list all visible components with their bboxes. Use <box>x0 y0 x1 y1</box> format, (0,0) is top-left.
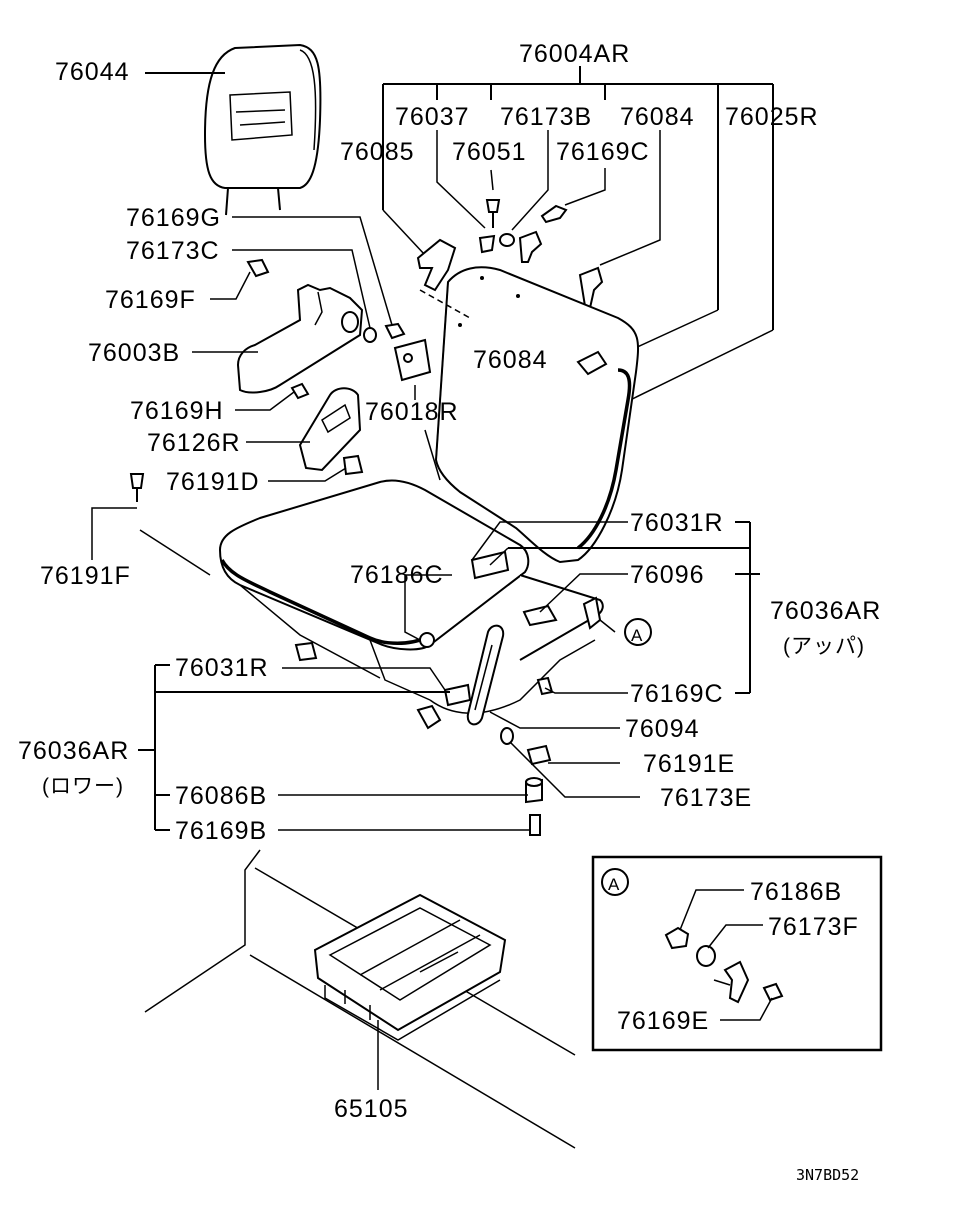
label-76044: 76044 <box>55 58 130 86</box>
label-76096: 76096 <box>630 561 705 589</box>
label-76169G: 76169G <box>126 204 221 232</box>
hinge-76126R <box>298 387 362 472</box>
label-76037: 76037 <box>395 103 470 131</box>
inset-detail-A <box>591 855 883 1052</box>
label-65105: 65105 <box>334 1095 409 1123</box>
label-76084-mid: 76084 <box>473 346 548 374</box>
label-76191D: 76191D <box>166 468 260 496</box>
leader-lines-left <box>91 216 441 576</box>
label-76004AR: 76004AR <box>519 40 630 68</box>
inset-A-label: A <box>608 875 620 894</box>
label-upper-note: (アッパ) <box>783 635 865 658</box>
label-76169C-top: 76169C <box>556 138 650 166</box>
small-fasteners-left <box>129 258 432 502</box>
label-76051: 76051 <box>452 138 527 166</box>
label-76094: 76094 <box>625 715 700 743</box>
label-inset-76173F: 76173F <box>768 913 859 941</box>
label-76085: 76085 <box>340 138 415 166</box>
label-76169H: 76169H <box>130 397 224 425</box>
label-76173C: 76173C <box>126 237 220 265</box>
label-76031R-lower: 76031R <box>175 654 269 682</box>
tray-65105 <box>144 849 576 1149</box>
bracket-76004AR <box>382 66 774 330</box>
bar-76094 <box>466 624 505 726</box>
bracket-76036AR-lower <box>138 664 640 831</box>
label-76169B: 76169B <box>175 817 267 845</box>
seat-back <box>419 266 639 564</box>
top-hardware <box>416 199 604 310</box>
leader-lines-top <box>382 130 774 406</box>
label-76169F: 76169F <box>105 286 196 314</box>
drawing-code: 3N7BD52 <box>796 1166 859 1184</box>
label-76025R: 76025R <box>725 103 819 131</box>
label-76173E: 76173E <box>660 784 752 812</box>
label-76018R: 76018R <box>365 398 459 426</box>
label-76169C-lower: 76169C <box>630 680 724 708</box>
label-76126R: 76126R <box>147 429 241 457</box>
callout-A-label: A <box>631 626 643 645</box>
headrest-part <box>203 43 322 216</box>
label-76031R-upper: 76031R <box>630 509 724 537</box>
label-76191E: 76191E <box>643 750 735 778</box>
armrest-76003B <box>236 283 364 394</box>
label-76173B: 76173B <box>500 103 592 131</box>
label-76191F: 76191F <box>40 562 131 590</box>
label-76036AR-lower: 76036AR <box>18 737 129 765</box>
label-76084-top: 76084 <box>620 103 695 131</box>
label-lower-note: (ロワー) <box>42 775 124 798</box>
part-labels: 76044 76004AR 76037 76173B 76084 76025R … <box>18 40 881 1184</box>
label-76036AR-upper: 76036AR <box>770 597 881 625</box>
label-76086B: 76086B <box>175 782 267 810</box>
seat-cushion <box>218 479 604 730</box>
right-hardware <box>500 596 652 836</box>
label-76003B: 76003B <box>88 339 180 367</box>
label-inset-76186B: 76186B <box>750 878 842 906</box>
label-inset-76169E: 76169E <box>617 1007 709 1035</box>
label-76186C: 76186C <box>350 561 444 589</box>
bracket-76036AR-upper <box>404 521 760 694</box>
